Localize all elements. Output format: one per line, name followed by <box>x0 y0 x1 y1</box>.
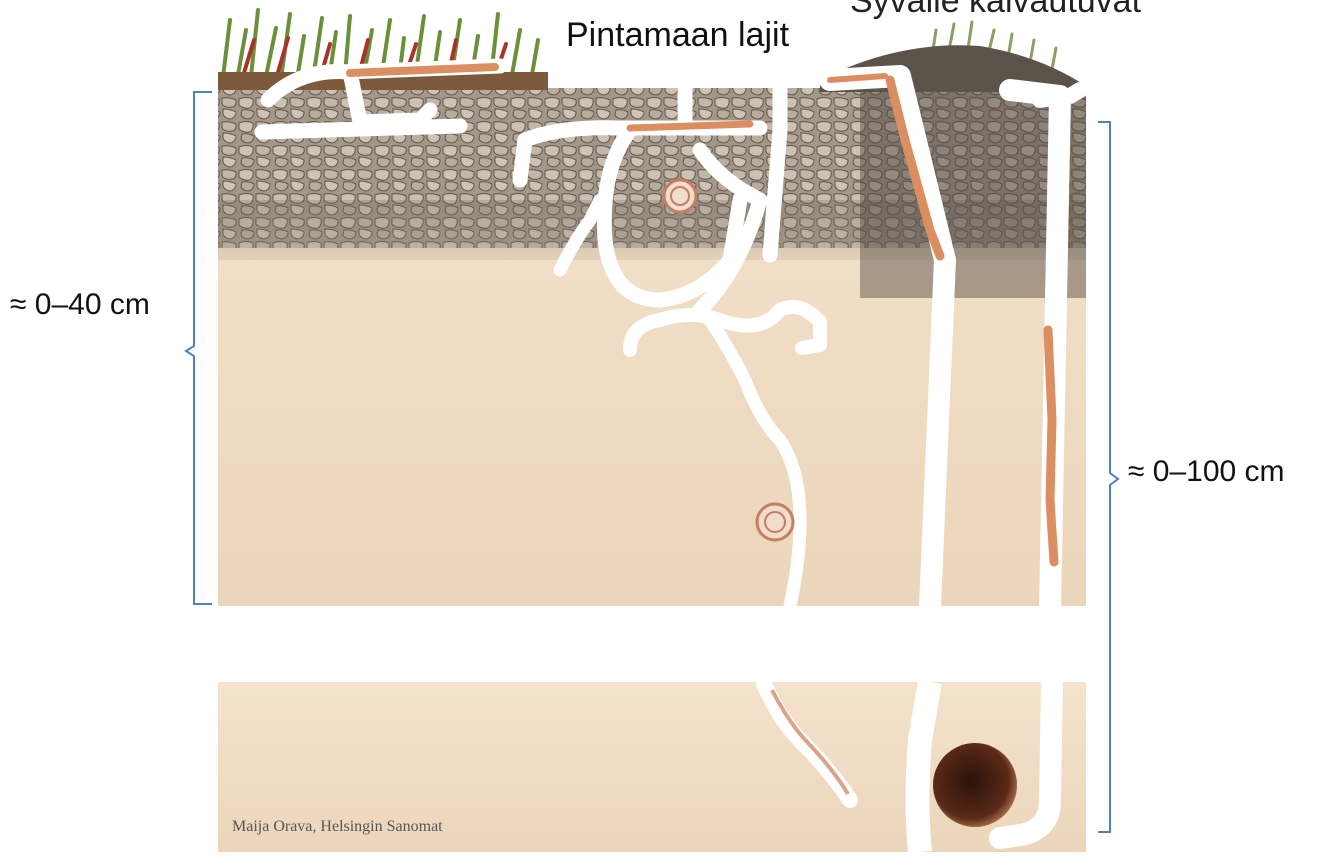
worm-burrow-hole <box>933 743 1017 827</box>
depth-label-left: ≈ 0–40 cm <box>10 288 150 322</box>
title-left: Pintamaan lajit <box>566 16 789 55</box>
upper-soil-panel <box>218 88 1086 606</box>
depth-label-right: ≈ 0–100 cm <box>1128 455 1285 489</box>
bracket-right <box>1098 122 1118 832</box>
credit-text: Maija Orava, Helsingin Sanomat <box>232 818 443 836</box>
title-right: Syvälle kaivautuvat <box>850 0 1141 21</box>
bracket-left <box>186 92 212 604</box>
